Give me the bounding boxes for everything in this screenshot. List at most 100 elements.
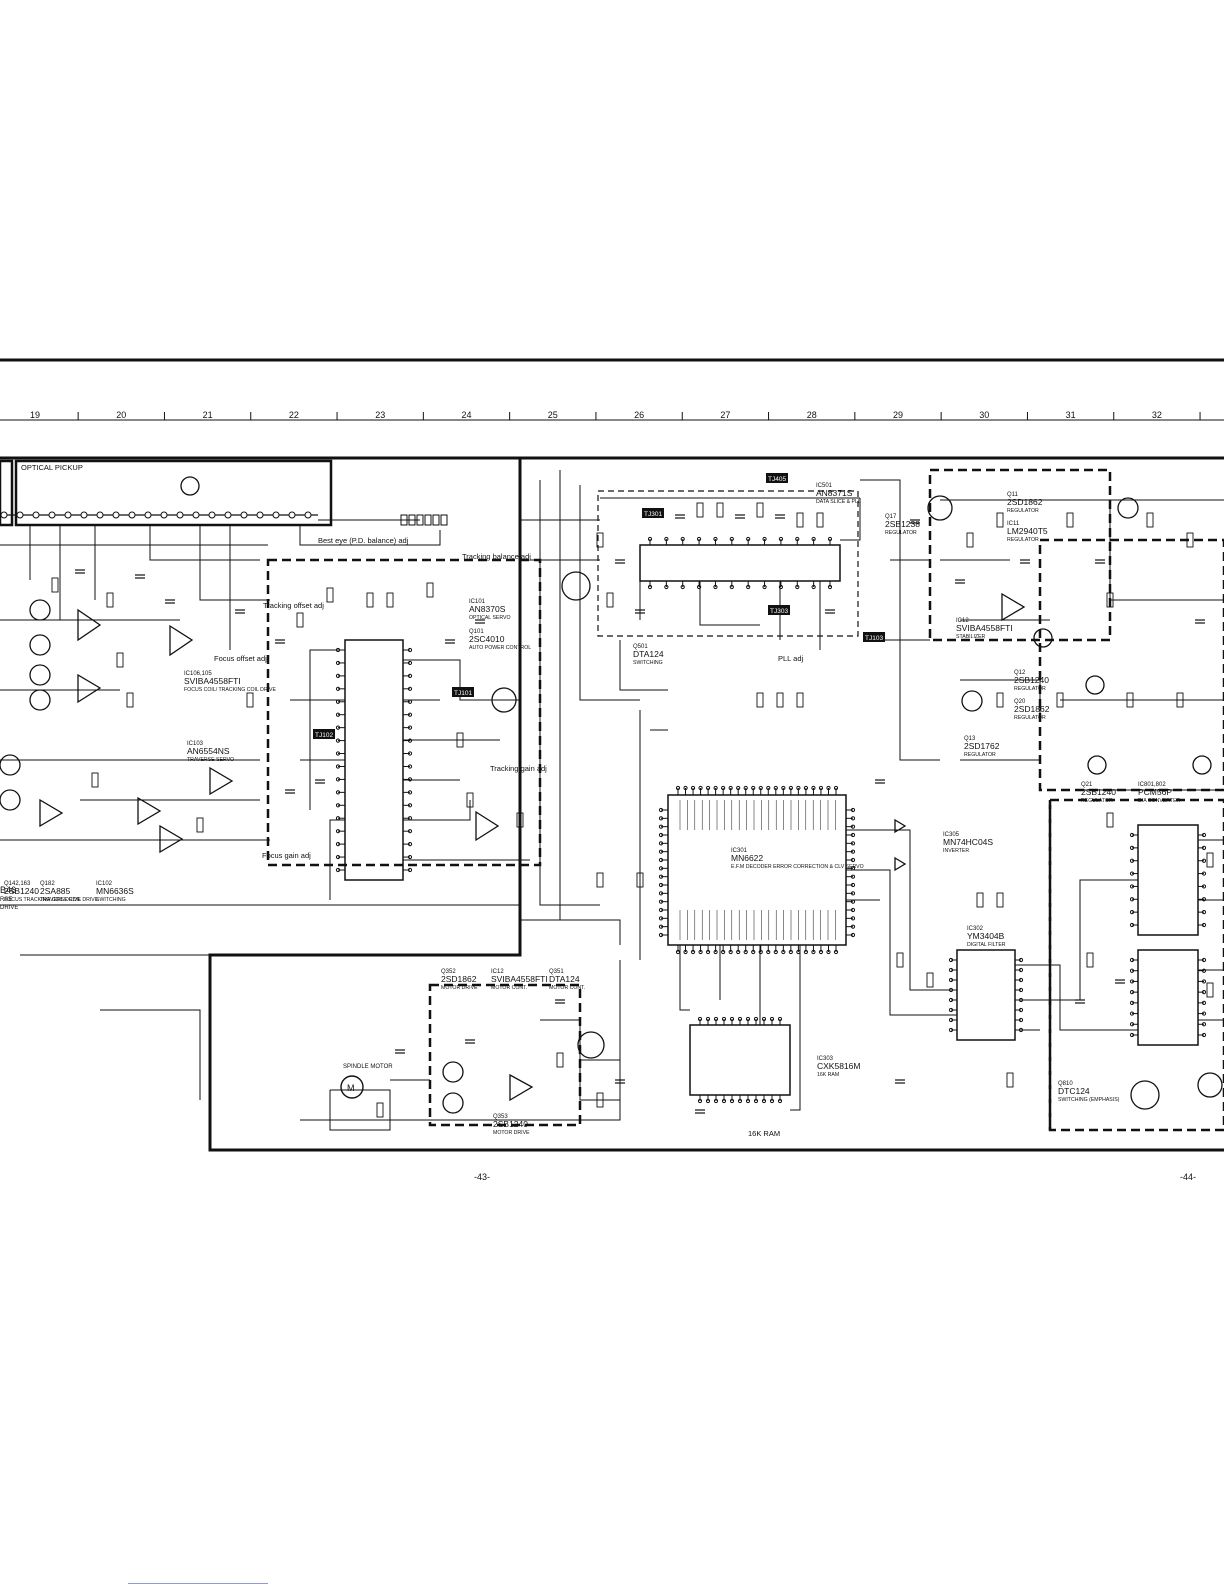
resistor: [91, 772, 99, 788]
ic-pin-dot: [713, 536, 718, 542]
ic-pin-dot: [407, 842, 413, 847]
ic-pin-dot: [773, 949, 778, 955]
component-part: SVIBA4558FTI: [184, 676, 241, 686]
resistor: [1086, 952, 1094, 968]
component-part: MN74HC04S: [943, 837, 993, 847]
component-ref: IC102: [96, 881, 113, 887]
component-desc: TRAVERSE SERVO: [187, 757, 234, 763]
resistor: [246, 692, 254, 708]
ic-pin-dot: [1129, 897, 1135, 902]
connector-pin: [144, 511, 152, 519]
ruler-number: 26: [634, 410, 644, 420]
ic-pin-dot: [1129, 858, 1135, 863]
ic-pin-dot: [778, 584, 784, 590]
test-point-label: TJ103: [865, 635, 883, 642]
component-ref: Q17: [885, 514, 897, 520]
ic-pin-dot: [1201, 922, 1207, 928]
test-point-tag: [766, 473, 788, 483]
ic-pin-dot: [1201, 968, 1207, 973]
component-ref: Q182: [40, 881, 55, 887]
connector-pin: [256, 511, 264, 519]
component-desc: REGULATOR: [1007, 537, 1039, 543]
ic-pin-dot: [729, 584, 734, 590]
transistors: [0, 476, 1223, 1114]
ic-pin-dot: [743, 785, 748, 791]
ic101-body: [344, 639, 404, 881]
ic-pin-dot: [658, 899, 664, 904]
resistor: [596, 872, 604, 888]
ic-pin-dot: [335, 712, 341, 717]
ic-pin-dot: [407, 803, 413, 808]
ic302-body: [956, 949, 1016, 1041]
ic-pin-dot: [407, 647, 413, 653]
connector-pin: [128, 511, 136, 519]
ic-pin-dot: [746, 536, 751, 542]
ruler-number: 29: [893, 410, 903, 420]
ruler-number: 30: [979, 410, 989, 420]
ic-pin-dot: [1129, 832, 1135, 838]
connector-pin: [432, 514, 440, 526]
ic-pin-dot: [769, 1016, 775, 1022]
ic-pin-dot: [713, 1016, 719, 1022]
ic-pin-dot: [407, 686, 413, 691]
component-desc: STABILIZER: [956, 634, 986, 640]
optical-pickup-left-stub: [0, 459, 14, 527]
component-desc: MOTOR DRIVE: [493, 1130, 530, 1136]
ruler-number: 20: [116, 410, 126, 420]
ic-pin-dot: [1201, 990, 1207, 995]
ic-pin-dot: [1129, 968, 1135, 973]
ic-pin-dot: [1129, 1011, 1135, 1016]
ic-pin-dot: [721, 1098, 727, 1104]
test-point-tag: [313, 729, 335, 739]
ic-pin-dot: [721, 1016, 727, 1022]
ic-pin-dot: [751, 949, 756, 955]
resistor: [426, 582, 434, 598]
ruler-number: 21: [203, 410, 213, 420]
ic-pin-dot: [948, 1017, 954, 1023]
ic-pin-dot: [683, 949, 688, 955]
svg-text:M: M: [347, 1083, 355, 1093]
connector-pin: [272, 511, 280, 519]
resistor: [1126, 692, 1134, 708]
resistor: [1066, 512, 1074, 528]
ic-pin-dot: [696, 536, 702, 542]
page-number-right: -44-: [1180, 1172, 1196, 1182]
ruler-number: 32: [1152, 410, 1162, 420]
ic-pin-dot: [335, 660, 341, 666]
resistor: [1176, 692, 1184, 708]
resistor: [756, 502, 764, 518]
ic-pin-dot: [407, 673, 413, 678]
ic-pin-dot: [781, 949, 786, 955]
ic-pins: [335, 536, 1207, 1104]
ruler-number: 22: [289, 410, 299, 420]
ic-pin-dot: [745, 1098, 751, 1104]
ic-pin-dot: [1201, 845, 1207, 850]
component-part: SVIBA4558FTI: [491, 974, 548, 984]
component-desc: 16K RAM: [817, 1072, 839, 1078]
ic-pin-dot: [407, 829, 413, 834]
ic-pin-dot: [335, 867, 341, 873]
resistor: [796, 692, 804, 708]
component-ref: Q501: [633, 644, 648, 650]
component-desc: DIGITAL FILTER: [967, 942, 1006, 948]
component-part: YM3404B: [967, 931, 1005, 941]
ic-pin-dot: [850, 907, 856, 913]
ic-pin-dot: [729, 1098, 735, 1104]
ic-pin-dot: [777, 1098, 783, 1104]
ic-pin-dot: [736, 785, 741, 791]
best-eye-label: Best eye (P.D. balance) adj: [318, 536, 409, 545]
component-desc: SWITCHING: [633, 660, 663, 666]
ruler-number: 31: [1066, 410, 1076, 420]
ic-pin-dot: [811, 584, 816, 590]
component-part: CXK5816M: [817, 1061, 860, 1071]
component-desc: D/A CONVERTER: [1138, 798, 1181, 804]
ic-pin-dot: [658, 841, 664, 846]
ic-pin-dot: [1129, 957, 1135, 963]
ic-pin-dot: [658, 832, 664, 838]
ic-pin-dot: [818, 785, 824, 791]
ic-pin-dot: [658, 874, 664, 879]
resistor: [796, 512, 804, 528]
connector-pin: [0, 511, 8, 519]
